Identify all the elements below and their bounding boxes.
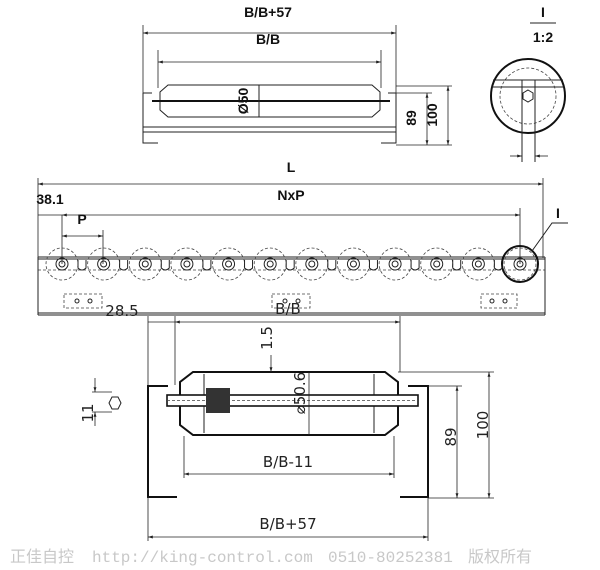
roller-top [152,84,390,118]
roller [420,247,462,281]
pitch-label: P [77,211,86,227]
pitch-total-label: NxP [277,187,304,203]
section-height-100-label: 100 [474,411,492,440]
detail-callout-circle [501,245,539,283]
chain-link [160,260,170,271]
hex-size-label: 11 [79,403,97,422]
overall-width-label: B/B+57 [244,4,292,20]
watermark: 正佳自控 http://king-control.com 0510-802523… [10,547,532,567]
wall-thickness-label: 1.5 [258,326,276,350]
mounting-bracket [63,293,103,309]
chain-link [410,260,420,271]
roller [128,247,170,281]
left-bracket [147,385,177,498]
chain-link [77,260,87,271]
roller [253,247,295,281]
height-89-label: 89 [403,110,419,126]
roller [295,247,337,281]
frame-top [142,92,397,144]
watermark-rights: 版权所有 [468,547,532,566]
mounting-bracket [480,293,518,309]
chain-link [119,260,129,271]
roller [378,247,420,281]
roller [503,247,537,281]
watermark-phone: 0510-80252381 [328,549,453,567]
height-100-label: 100 [424,103,440,127]
roller [461,247,503,281]
offset-28-5-label: 28.5 [105,302,138,320]
inner-width-label: B/B [256,31,280,47]
mounting-bracket [271,293,311,309]
section-view: B/B 28.5 1.5 ⌀50.6 11 B/B-11 B/B+57 89 1… [79,300,494,541]
chain-link [285,260,295,271]
hex-shaft-icon [108,396,122,410]
roller [337,247,378,281]
side-view: L NxP 38.1 P I [36,159,568,316]
chain-link [202,260,212,271]
detail-scale: 1:2 [533,29,553,45]
watermark-name: 正佳自控 [10,547,74,566]
roller-diameter-label: Ø50 [235,88,251,115]
section-height-89-label: 89 [442,427,460,446]
chain-link [244,260,254,271]
spring [206,388,230,413]
chain-link [452,260,462,271]
tube-diameter-label: ⌀50.6 [291,372,309,414]
offset-label: 38.1 [36,191,63,207]
top-view: B/B+57 B/B Ø50 89 100 [142,4,452,146]
detail-view: I 1:2 [490,4,566,162]
roller [45,247,87,281]
chain-link [327,260,337,271]
chain-link [368,260,378,271]
roller [212,247,254,281]
section-overall-width-label: B/B+57 [259,515,316,533]
detail-ref-label: I [556,205,560,221]
right-bracket [400,385,429,498]
section-inner-width-label: B/B [275,300,301,318]
detail-label: I [541,4,545,20]
roller [170,247,212,281]
length-label: L [287,159,296,175]
watermark-url: http://king-control.com [92,549,313,567]
roller [87,247,129,281]
tube-length-label: B/B-11 [263,453,313,471]
